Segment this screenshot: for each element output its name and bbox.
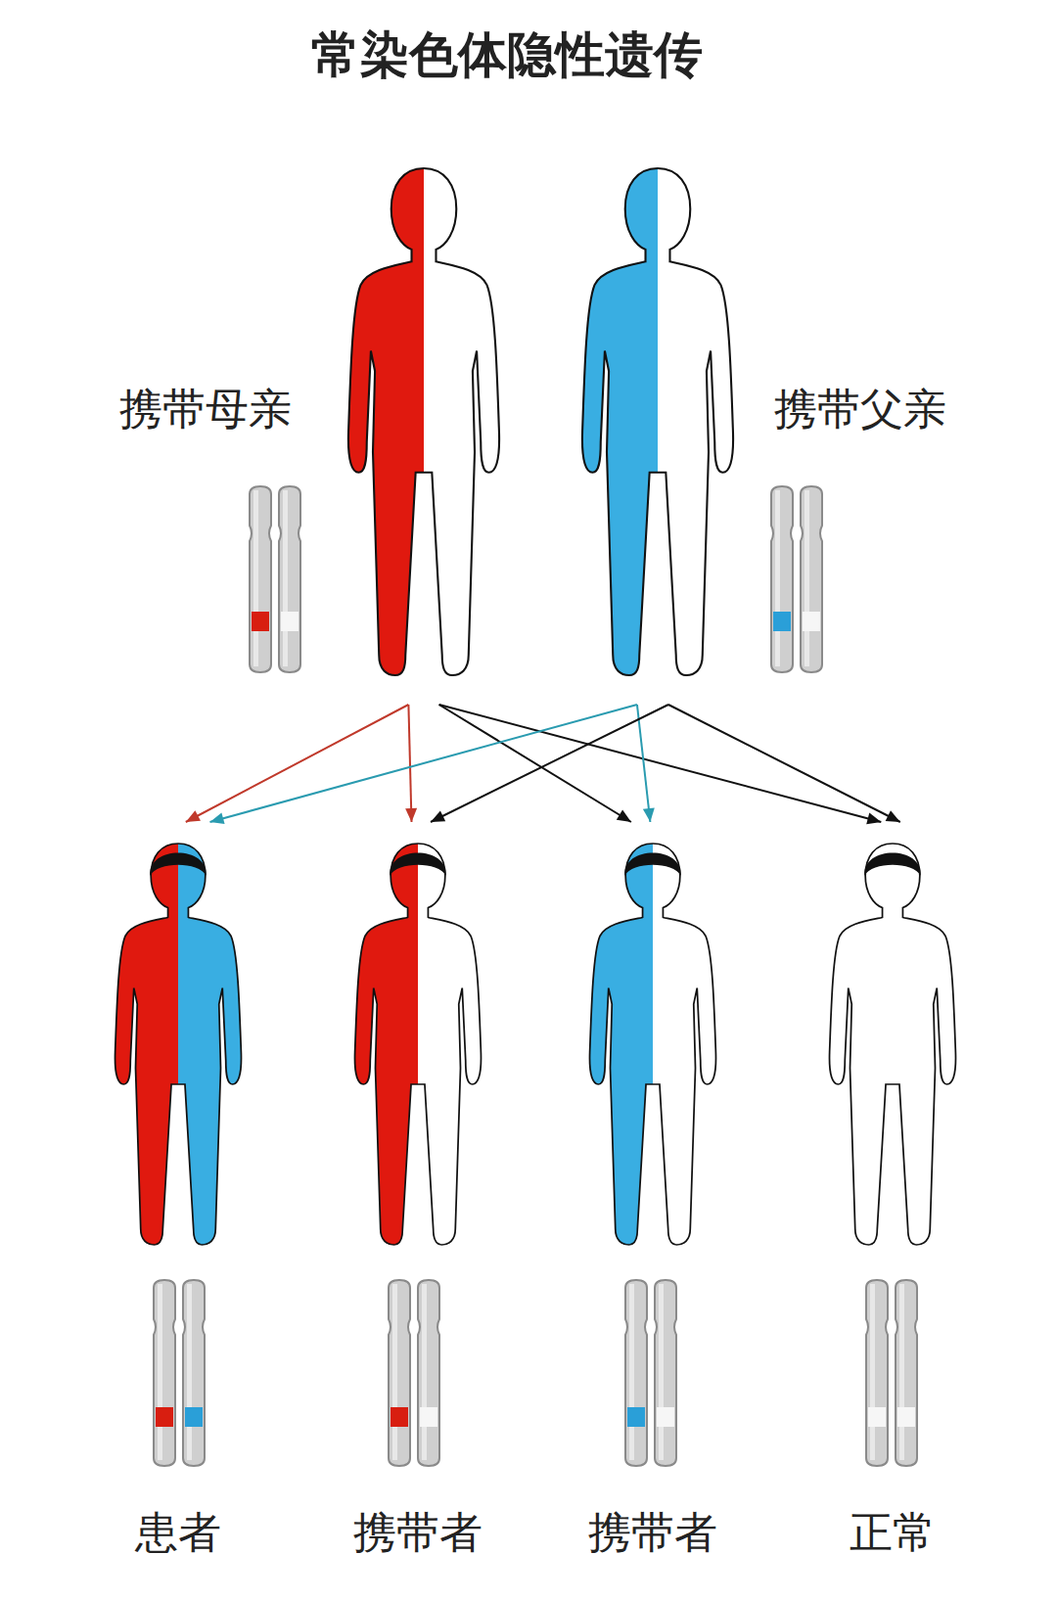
child-figure: 携带者 <box>354 822 482 1253</box>
arrow-head <box>643 807 655 823</box>
arrow-line <box>439 704 882 823</box>
chromosome-pair <box>866 1280 918 1467</box>
inheritance-arrow <box>637 704 655 823</box>
figure-label: 携带父亲 <box>752 383 968 436</box>
child-figure <box>109 843 246 1245</box>
parent-figure: 携带父亲 <box>581 168 735 705</box>
inheritance-arrow <box>185 704 410 823</box>
child-figure: 正常 <box>828 822 957 1253</box>
mother-figure <box>342 168 500 676</box>
chromosome-pair <box>249 486 301 673</box>
arrow-line <box>408 704 412 823</box>
arrow-line <box>668 704 901 823</box>
arrow-head <box>430 810 446 823</box>
father-figure <box>576 168 734 676</box>
child-figure <box>829 843 957 1245</box>
arrow-line <box>430 704 669 823</box>
inheritance-arrow <box>405 704 417 823</box>
inheritance-arrow <box>668 704 901 823</box>
chromosome-pair <box>153 1280 205 1467</box>
chromosome-pair <box>388 1280 440 1467</box>
figure-label: 正常 <box>784 1507 1001 1560</box>
child-figure <box>349 843 481 1245</box>
arrow-line <box>637 704 650 823</box>
child-figure: 患者 <box>114 822 242 1253</box>
arrow-line <box>210 704 638 823</box>
arrow-head <box>866 813 881 826</box>
arrow-head <box>616 810 632 823</box>
child-figure <box>584 843 716 1245</box>
arrow-head <box>185 810 201 823</box>
arrow-line <box>185 704 410 823</box>
arrow-head <box>405 808 417 823</box>
child-figure: 携带者 <box>589 822 717 1253</box>
parent-figure: 携带母亲 <box>347 168 501 705</box>
figure-label: 携带者 <box>545 1507 761 1560</box>
figure-label: 携带母亲 <box>97 383 314 436</box>
chromosome-pair <box>625 1280 677 1467</box>
arrow-head <box>885 810 901 823</box>
chromosome-pair <box>771 486 823 673</box>
inheritance-arrow <box>439 704 882 825</box>
arrow-head <box>210 813 226 826</box>
inheritance-arrow <box>430 704 669 823</box>
figure-label: 携带者 <box>310 1507 526 1560</box>
figure-label: 患者 <box>70 1507 286 1560</box>
inheritance-arrow <box>210 704 638 825</box>
diagram-title: 常染色体隐性遗传 <box>0 25 1014 85</box>
